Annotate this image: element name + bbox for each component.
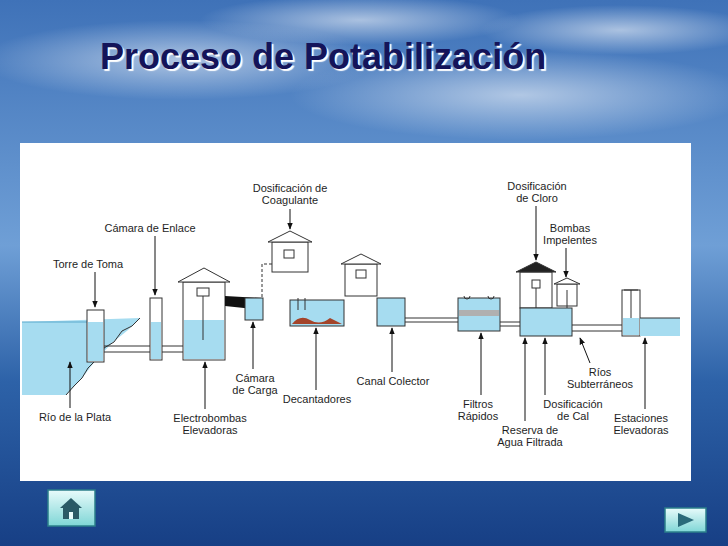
callout-label: Dosificación de Cal [540,398,606,422]
callout-label: Decantadores [277,393,357,405]
home-button [48,490,95,526]
callout-label: Río de la Plata [25,411,125,423]
callout-label: Canal Colector [348,375,438,387]
callout-label: Reserva de Agua Filtrada [493,424,567,448]
leader-arrows [70,206,645,421]
plant-drawing [22,231,680,395]
diagram-panel [20,143,691,481]
callout-label: Bombas Impelentes [539,222,601,246]
next-button [665,508,706,532]
callout-label: Torre de Toma [43,258,133,270]
callout-label: Estaciones Elevadoras [608,412,674,436]
slide-title: Proceso de Potabilización [100,36,546,78]
callout-label: Electrobombas Elevadoras [169,412,251,436]
callout-label: Ríos Subterráneos [563,366,637,390]
callout-label: Dosificación de Cloro [502,180,572,204]
callout-label: Cámara de Enlace [95,222,205,234]
callout-label: Dosificación de Coagulante [247,182,333,206]
callout-label: Cámara de Carga [231,372,279,396]
callout-label: Filtros Rápidos [454,398,502,422]
